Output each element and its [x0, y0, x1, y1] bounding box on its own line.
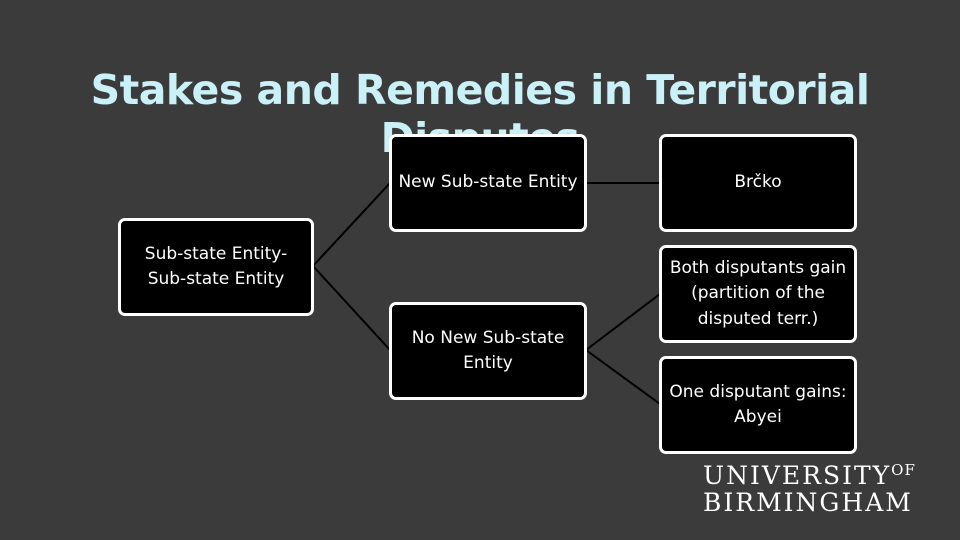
- logo-line2: BIRMINGHAM: [703, 488, 913, 517]
- connector-nonew-both: [585, 293, 661, 351]
- node-both-disputants-gain: Both disputants gain (partition of the d…: [659, 245, 857, 343]
- connector-root-new: [312, 182, 391, 267]
- node-no-new-sub-state-entity: No New Sub-state Entity: [389, 302, 587, 400]
- node-brcko: Brčko: [659, 134, 857, 232]
- logo-line1: UNIVERSITY: [703, 461, 892, 490]
- node-one-disputant-gains: One disputant gains: Abyei: [659, 356, 857, 454]
- node-new-sub-state-entity: New Sub-state Entity: [389, 134, 587, 232]
- connector-nonew-one: [585, 349, 661, 405]
- logo-of: OF: [891, 461, 916, 479]
- connector-root-nonew: [312, 265, 391, 351]
- university-logo: UNIVERSITYOF BIRMINGHAM: [703, 461, 916, 517]
- node-root: Sub-state Entity- Sub-state Entity: [118, 218, 314, 316]
